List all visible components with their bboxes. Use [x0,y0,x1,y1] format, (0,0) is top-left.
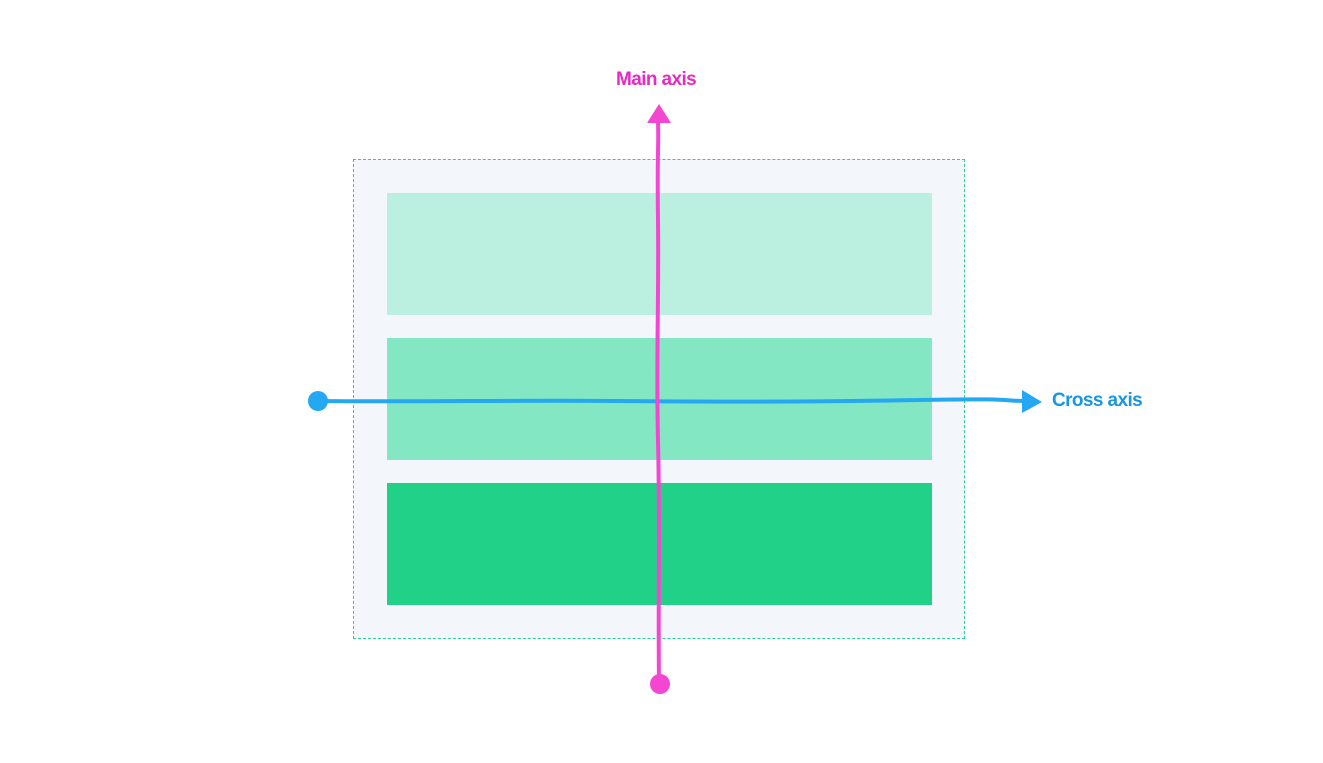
cross-axis-label: Cross axis [1052,390,1143,411]
cross-axis-arrowhead [1022,390,1042,413]
cross-axis-line [316,397,1027,404]
main-axis-label: Main axis [616,69,697,90]
main-axis-line [655,120,661,686]
cross-axis [308,390,1042,413]
main-axis-start-dot [650,674,670,694]
main-axis [647,104,671,694]
main-axis-arrowhead [647,104,671,123]
cross-axis-start-dot [308,391,328,411]
